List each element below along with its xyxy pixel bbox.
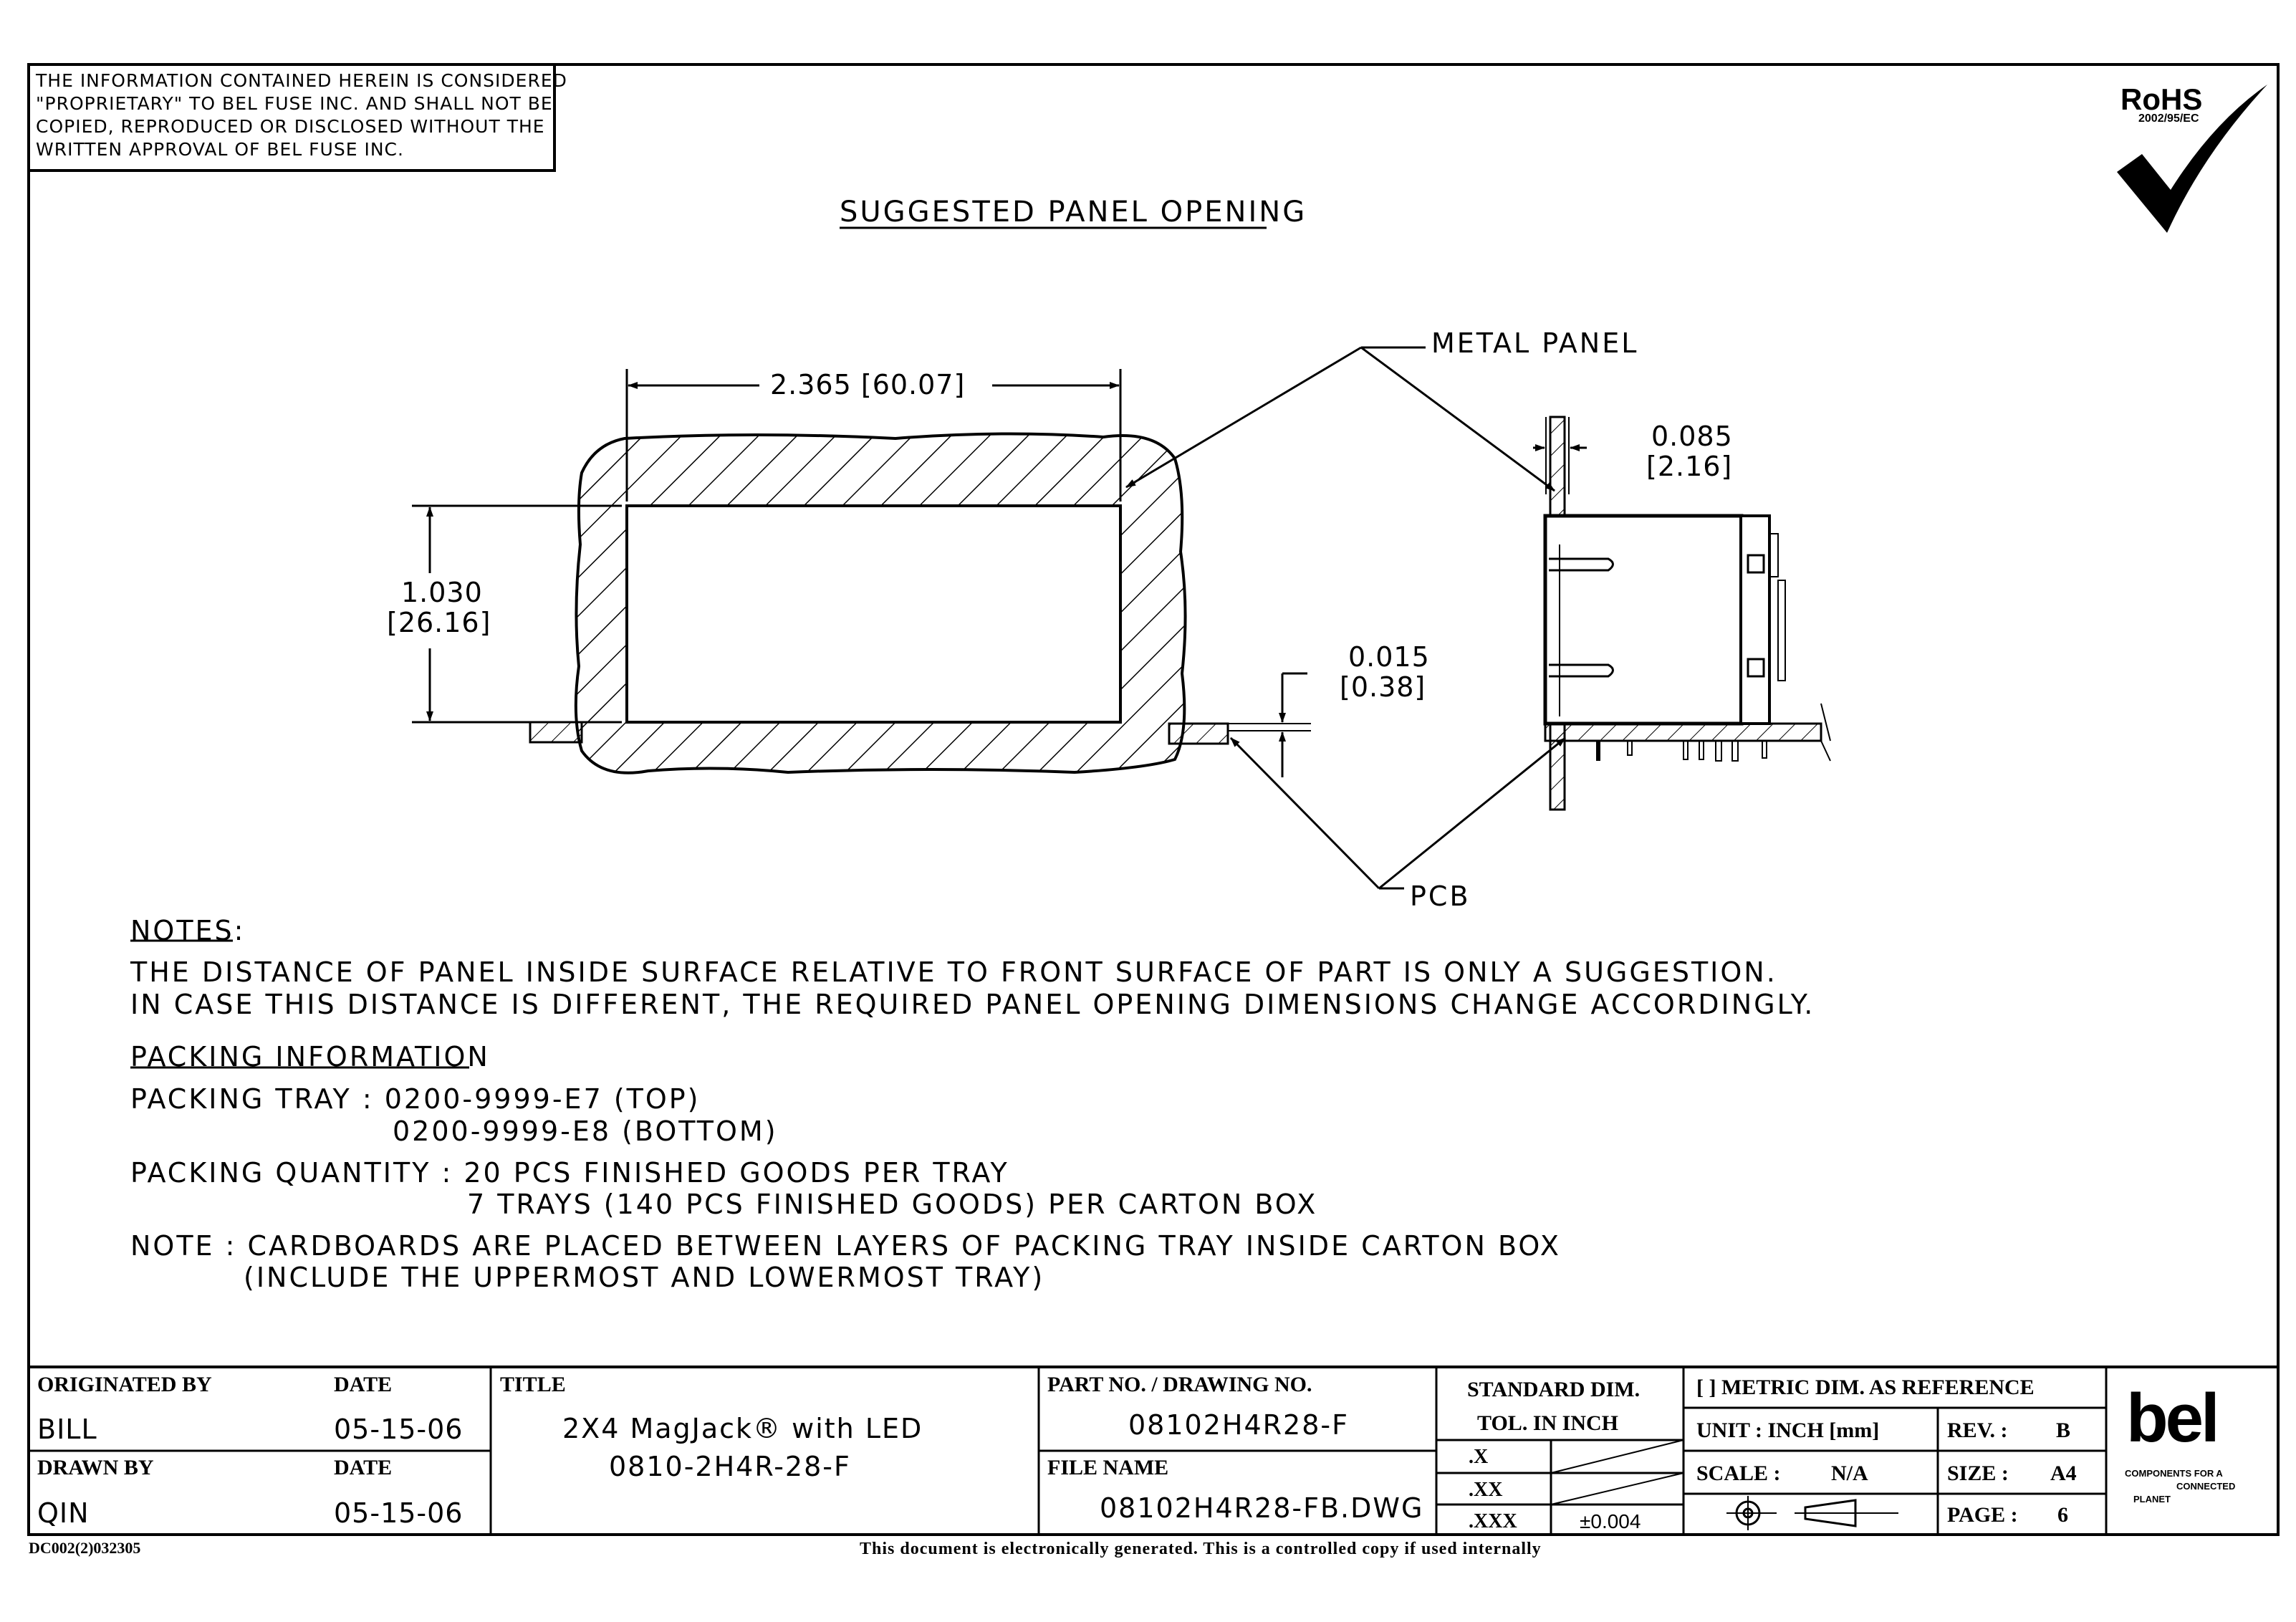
title-label: TITLE xyxy=(500,1373,566,1396)
tol-xxx-value: ±0.004 xyxy=(1580,1510,1641,1532)
originated-by-label: ORIGINATED BY xyxy=(37,1373,212,1396)
packing-qty-line-1: PACKING QUANTITY : 20 PCS FINISHED GOODS… xyxy=(130,1157,1009,1189)
notes-line-2: IN CASE THIS DISTANCE IS DIFFERENT, THE … xyxy=(130,989,1815,1020)
packing-heading: PACKING INFORMATION xyxy=(130,1041,490,1072)
footer-notice: This document is electronically generate… xyxy=(860,1540,1542,1558)
drawn-by-label: DRAWN BY xyxy=(37,1456,154,1479)
label-pcb: PCB xyxy=(1410,880,1471,912)
packing-tray-line-1: PACKING TRAY : 0200-9999-E7 (TOP) xyxy=(130,1083,701,1115)
bel-tagline-3: PLANET xyxy=(2133,1494,2171,1505)
note-cardboard-line-1: NOTE : CARDBOARDS ARE PLACED BETWEEN LAY… xyxy=(130,1230,1561,1262)
proprietary-line-3: COPIED, REPRODUCED OR DISCLOSED WITHOUT … xyxy=(36,116,545,137)
title-line-2: 0810-2H4R-28-F xyxy=(609,1451,851,1482)
part-no-label: PART NO. / DRAWING NO. xyxy=(1047,1373,1312,1396)
part-no: 08102H4R28-F xyxy=(1128,1409,1349,1441)
tol-x-label: .X xyxy=(1469,1446,1489,1468)
file-name: 08102H4R28-FB.DWG xyxy=(1100,1492,1424,1524)
rohs-label: RoHS xyxy=(2120,82,2203,116)
leader-metal-panel-2 xyxy=(1360,346,1555,492)
standard-dim-label: STANDARD DIM. xyxy=(1467,1378,1641,1401)
label-metal-panel: METAL PANEL xyxy=(1431,327,1639,359)
bel-logo: bel xyxy=(2126,1380,2220,1457)
dim-gap-mm: [0.38] xyxy=(1340,671,1426,703)
leader-metal-panel-1 xyxy=(1125,346,1362,489)
dim-width: 2.365 [60.07] xyxy=(770,369,966,400)
dim-height-in: 1.030 xyxy=(401,577,483,608)
drawn-date-label: DATE xyxy=(334,1456,393,1479)
size-value: A4 xyxy=(2050,1462,2077,1485)
originated-date: 05-15-06 xyxy=(334,1414,463,1445)
bel-tagline-1: COMPONENTS FOR A xyxy=(2125,1468,2223,1479)
connector-side-view xyxy=(1543,514,1831,762)
unit-label: UNIT : INCH [mm] xyxy=(1696,1419,1880,1442)
tol-in-inch-label: TOL. IN INCH xyxy=(1477,1411,1618,1435)
dim-height-mm: [26.16] xyxy=(387,607,491,638)
proprietary-line-1: THE INFORMATION CONTAINED HEREIN IS CONS… xyxy=(36,70,567,91)
dim-gap-in: 0.015 xyxy=(1348,641,1430,673)
leader-pcb-1 xyxy=(1229,736,1380,890)
title-line-1: 2X4 MagJack® with LED xyxy=(562,1413,923,1444)
dim-thick-in: 0.085 xyxy=(1651,421,1733,452)
sheet-frame xyxy=(27,63,2280,1536)
doc-code: DC002(2)032305 xyxy=(29,1539,141,1557)
packing-tray-line-2: 0200-9999-E8 (BOTTOM) xyxy=(393,1115,778,1147)
rev-label: REV. : xyxy=(1947,1419,2008,1442)
metric-reference-note: [ ] METRIC DIM. AS REFERENCE xyxy=(1696,1376,2035,1399)
originated-date-label: DATE xyxy=(334,1373,393,1396)
rohs-directive: 2002/95/EC xyxy=(2138,112,2199,125)
note-cardboard-line-2: (INCLUDE THE UPPERMOST AND LOWERMOST TRA… xyxy=(244,1262,1045,1293)
proprietary-box xyxy=(27,63,556,172)
page-value: 6 xyxy=(2057,1503,2068,1527)
file-name-label: FILE NAME xyxy=(1047,1456,1169,1479)
rev-value: B xyxy=(2056,1419,2071,1442)
panel-opening xyxy=(625,504,1122,724)
drawing-heading: SUGGESTED PANEL OPENING xyxy=(840,196,1307,229)
rohs-checkmark xyxy=(2117,85,2267,233)
proprietary-line-4: WRITTEN APPROVAL OF BEL FUSE INC. xyxy=(36,139,404,160)
leader-pcb-2 xyxy=(1378,736,1566,890)
bel-tagline-2: CONNECTED xyxy=(2176,1481,2236,1492)
notes-heading: NOTES: xyxy=(130,915,246,946)
drawn-by: QIN xyxy=(37,1497,90,1529)
pcb-left xyxy=(529,721,583,744)
page-label: PAGE : xyxy=(1947,1503,2018,1527)
originated-by: BILL xyxy=(37,1414,97,1445)
title-block-grid xyxy=(29,1366,2278,1536)
size-label: SIZE : xyxy=(1947,1462,2009,1485)
scale-value: N/A xyxy=(1831,1462,1868,1485)
tol-xx-label: .XX xyxy=(1469,1479,1503,1501)
pcb-right xyxy=(1168,722,1229,745)
packing-qty-line-2: 7 TRAYS (140 PCS FINISHED GOODS) PER CAR… xyxy=(467,1189,1318,1220)
dim-thick-mm: [2.16] xyxy=(1646,451,1733,482)
notes-line-1: THE DISTANCE OF PANEL INSIDE SURFACE REL… xyxy=(130,956,1777,988)
proprietary-line-2: "PROPRIETARY" TO BEL FUSE INC. AND SHALL… xyxy=(36,93,553,114)
drawn-date: 05-15-06 xyxy=(334,1497,463,1529)
tol-xxx-label: .XXX xyxy=(1469,1510,1517,1532)
scale-label: SCALE : xyxy=(1696,1462,1781,1485)
